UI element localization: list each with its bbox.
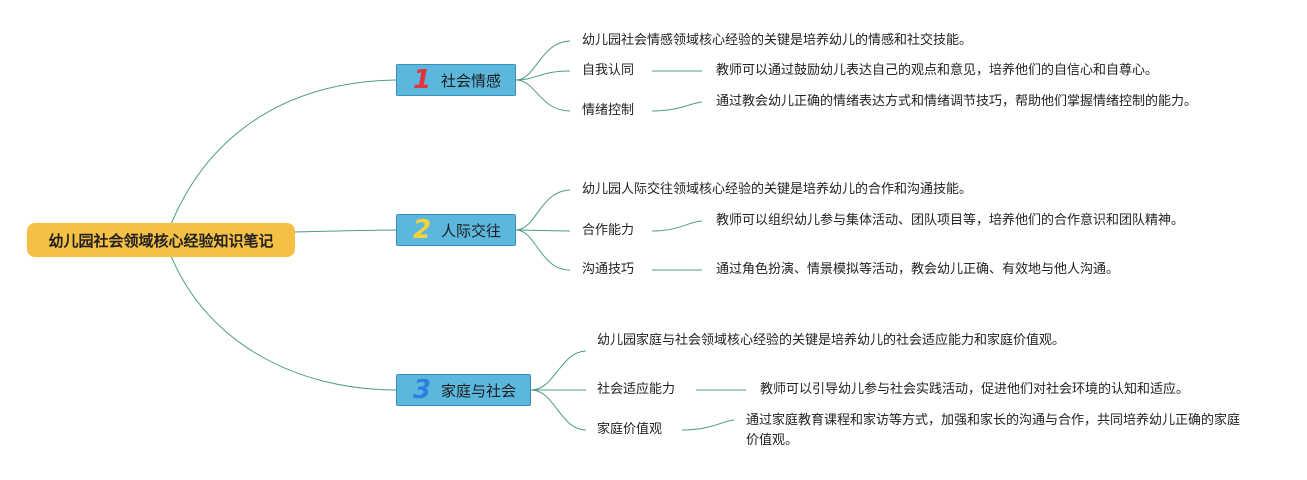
- link-b2-item-1-detail: [651, 220, 703, 232]
- branch-2-item-2-detail: 通过角色扮演、情景模拟等活动，教会幼儿正确、有效地与他人沟通。: [716, 262, 1120, 277]
- branch-1-item-1-detail: 教师可以通过鼓励幼儿表达自己的观点和意见，培养他们的自信心和自尊心。: [716, 63, 1159, 78]
- branch-1-summary: 幼儿园社会情感领域核心经验的关键是培养幼儿的情感和社交技能。: [582, 33, 973, 48]
- link-b2-item-1: [515, 229, 571, 232]
- link-b1-summary: [515, 40, 571, 81]
- root-node[interactable]: 幼儿园社会领域核心经验知识笔记: [27, 223, 295, 257]
- link-b3-item-2-detail: [681, 419, 735, 431]
- branch-1-item-2-detail: 通过教会幼儿正确的情绪表达方式和情绪调节技巧，帮助他们掌握情绪控制的能力。: [716, 94, 1198, 109]
- branch-3-item-1-detail: 教师可以引导幼儿参与社会实践活动，促进他们对社会环境的认知和适应。: [760, 382, 1190, 397]
- branch-node-1[interactable]: 1 社会情感: [396, 64, 516, 96]
- branch-2-item-1-label: 合作能力: [582, 223, 635, 238]
- root-title: 幼儿园社会领域核心经验知识笔记: [48, 231, 274, 250]
- link-root-branch-2: [294, 229, 397, 233]
- branch-3-item-1-label: 社会适应能力: [597, 382, 676, 397]
- link-b1-item-2-detail: [651, 101, 703, 112]
- branch-2-item-2-label: 沟通技巧: [582, 262, 635, 277]
- link-b1-item-1: [515, 70, 571, 81]
- branch-3-item-2-label: 家庭价值观: [597, 422, 663, 437]
- branch-2-summary: 幼儿园人际交往领域核心经验的关键是培养幼儿的合作和沟通技能。: [582, 182, 973, 197]
- branch-title-2: 人际交往: [441, 221, 502, 240]
- link-b2-item-2: [515, 229, 571, 271]
- branch-node-2[interactable]: 2 人际交往: [396, 214, 516, 246]
- branch-title-1: 社会情感: [441, 71, 502, 90]
- branch-3-summary: 幼儿园家庭与社会领域核心经验的关键是培养幼儿的社会适应能力和家庭价值观。: [597, 333, 1066, 348]
- branch-number-2: 2: [413, 215, 432, 245]
- link-b3-summary: [530, 350, 587, 391]
- branch-title-3: 家庭与社会: [441, 381, 517, 400]
- branch-2-item-1-detail: 教师可以组织幼儿参与集体活动、团队项目等，培养他们的合作意识和团队精神。: [716, 213, 1185, 228]
- link-b1-item-2: [515, 79, 571, 112]
- branch-3-item-2-detail: 通过家庭教育课程和家访等方式，加强和家长的沟通与合作，共同培养幼儿正确的家庭价值…: [746, 413, 1241, 448]
- link-root-branch-3: [164, 239, 397, 391]
- link-root-branch-1: [164, 79, 397, 241]
- branch-1-item-2-label: 情绪控制: [582, 103, 635, 118]
- link-b3-item-2: [530, 389, 587, 431]
- branch-number-3: 3: [413, 375, 432, 405]
- branch-number-1: 1: [413, 65, 432, 95]
- link-b2-summary: [515, 189, 571, 231]
- branch-node-3[interactable]: 3 家庭与社会: [396, 374, 531, 406]
- branch-1-item-1-label: 自我认同: [582, 63, 635, 78]
